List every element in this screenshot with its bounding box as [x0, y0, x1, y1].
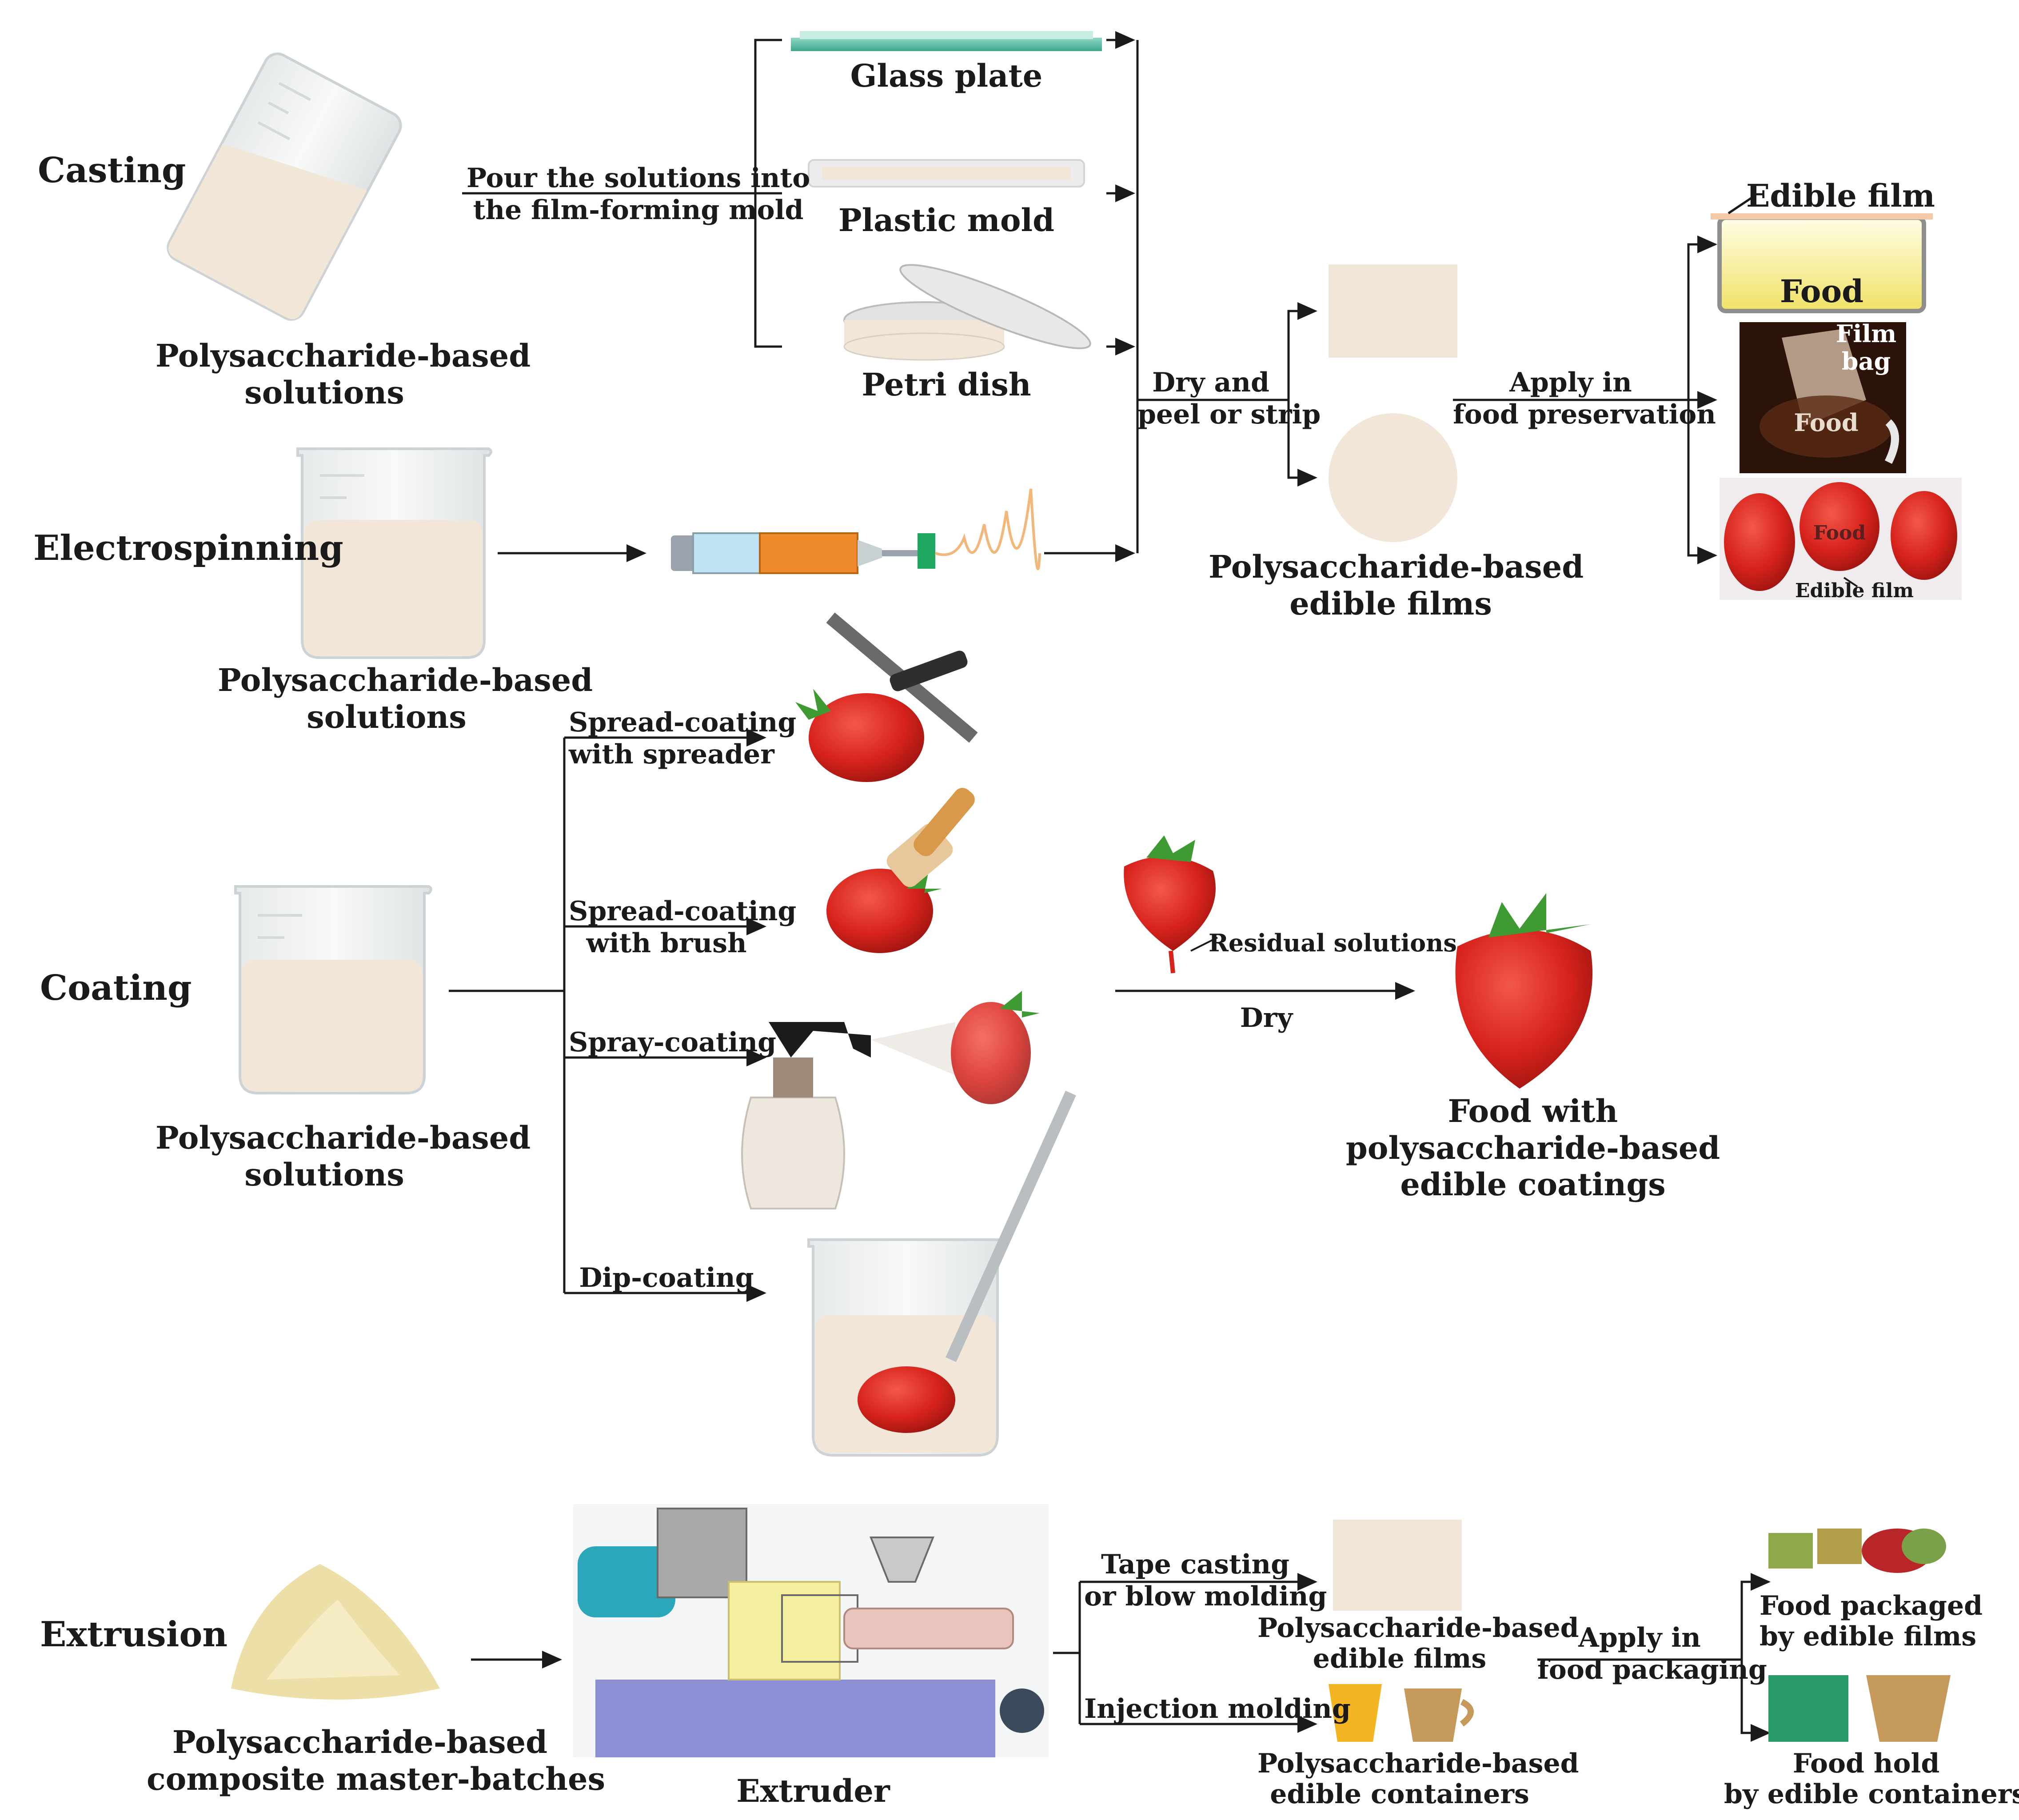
residual-solutions-label: Residual solutions: [1209, 929, 1457, 957]
spreader-strawberry-image: [795, 612, 978, 782]
extruder-machine-image: [573, 1504, 1049, 1757]
extrusion-title: Extrusion: [40, 1614, 228, 1655]
film-square: [1329, 264, 1457, 358]
dip-beaker-image: [807, 1090, 1076, 1457]
box-food-label: Food: [1780, 273, 1864, 310]
extruded-film-square: [1333, 1520, 1462, 1611]
electrospinning-beaker: [296, 447, 492, 659]
casting-title: Casting: [38, 150, 186, 191]
spray-bottle-image: [741, 991, 1040, 1209]
strawberry-film-photo: [1720, 478, 1962, 600]
petri-dish-label: Petri dish: [862, 366, 1031, 403]
glass-plate-image: [791, 31, 1102, 51]
brush-strawberry-image: [826, 788, 975, 953]
coated-strawberry-image: [1455, 893, 1593, 1089]
injection-molding-label: Injection molding: [1084, 1693, 1351, 1724]
plastic-mold-label: Plastic mold: [838, 202, 1055, 239]
electrospinning-title: Electrospinning: [33, 528, 343, 568]
strawberry-film-label: Edible film: [1795, 579, 1914, 602]
packaged-food-photo: [1768, 1529, 1946, 1573]
plastic-mold-image: [808, 159, 1085, 188]
strawberry-food-label: Food: [1813, 522, 1866, 544]
coating-dry-label: Dry: [1240, 1002, 1293, 1034]
glass-plate-label: Glass plate: [850, 57, 1043, 94]
petri-dish-image: [843, 264, 1091, 361]
syringe-image: [671, 488, 1041, 574]
casting-beaker-tilted: [167, 52, 402, 321]
dripping-strawberry-image: [1124, 835, 1218, 974]
coating-beaker: [234, 885, 432, 1094]
film-bag-photo: [1740, 322, 1906, 473]
dip-coating-label: Dip-coating: [579, 1262, 754, 1293]
extruder-label: Extruder: [736, 1772, 890, 1809]
edible-cups-image: [1329, 1684, 1474, 1742]
bag-food-label: Food: [1794, 408, 1859, 437]
coating-title: Coating: [40, 968, 192, 1008]
edible-film-label: Edible film: [1746, 177, 1935, 214]
container-food-photo: [1768, 1675, 1951, 1742]
masterbatch-powder-image: [231, 1564, 440, 1700]
spray-coating-label: Spray-coating: [569, 1027, 777, 1058]
film-circle: [1329, 413, 1457, 542]
food-box-image: [1711, 194, 1933, 313]
